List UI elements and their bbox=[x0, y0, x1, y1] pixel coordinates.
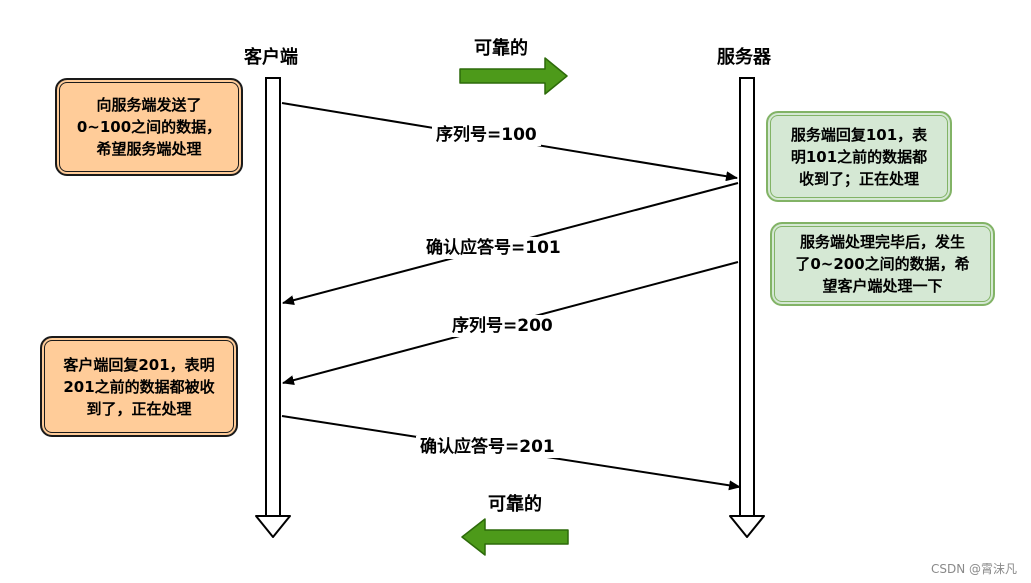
message-label-2: 确认应答号=101 bbox=[422, 237, 565, 259]
reliable-arrow-right-icon bbox=[459, 57, 568, 95]
note-server-send: 服务端处理完毕后，发生 了0~200之间的数据，希 望客户端处理一下 bbox=[770, 222, 995, 306]
server-lifeline bbox=[729, 77, 765, 538]
reliable-label-bottom: 可靠的 bbox=[488, 494, 542, 515]
note-client-send: 向服务端发送了 0~100之间的数据， 希望服务端处理 bbox=[55, 78, 243, 176]
message-label-4: 确认应答号=201 bbox=[416, 436, 559, 458]
message-label-1: 序列号=100 bbox=[432, 124, 541, 146]
server-actor-label: 服务器 bbox=[717, 47, 771, 68]
watermark: CSDN @霄沫凡 bbox=[930, 562, 1017, 576]
message-label-3: 序列号=200 bbox=[448, 315, 557, 337]
reliable-label-top: 可靠的 bbox=[474, 38, 528, 59]
note-server-reply: 服务端回复101，表 明101之前的数据都 收到了；正在处理 bbox=[766, 111, 952, 202]
note-client-reply: 客户端回复201，表明 201之前的数据都被收 到了，正在处理 bbox=[40, 336, 238, 437]
reliable-arrow-left-icon bbox=[461, 518, 569, 556]
client-actor-label: 客户端 bbox=[244, 47, 298, 68]
client-lifeline bbox=[255, 77, 291, 538]
